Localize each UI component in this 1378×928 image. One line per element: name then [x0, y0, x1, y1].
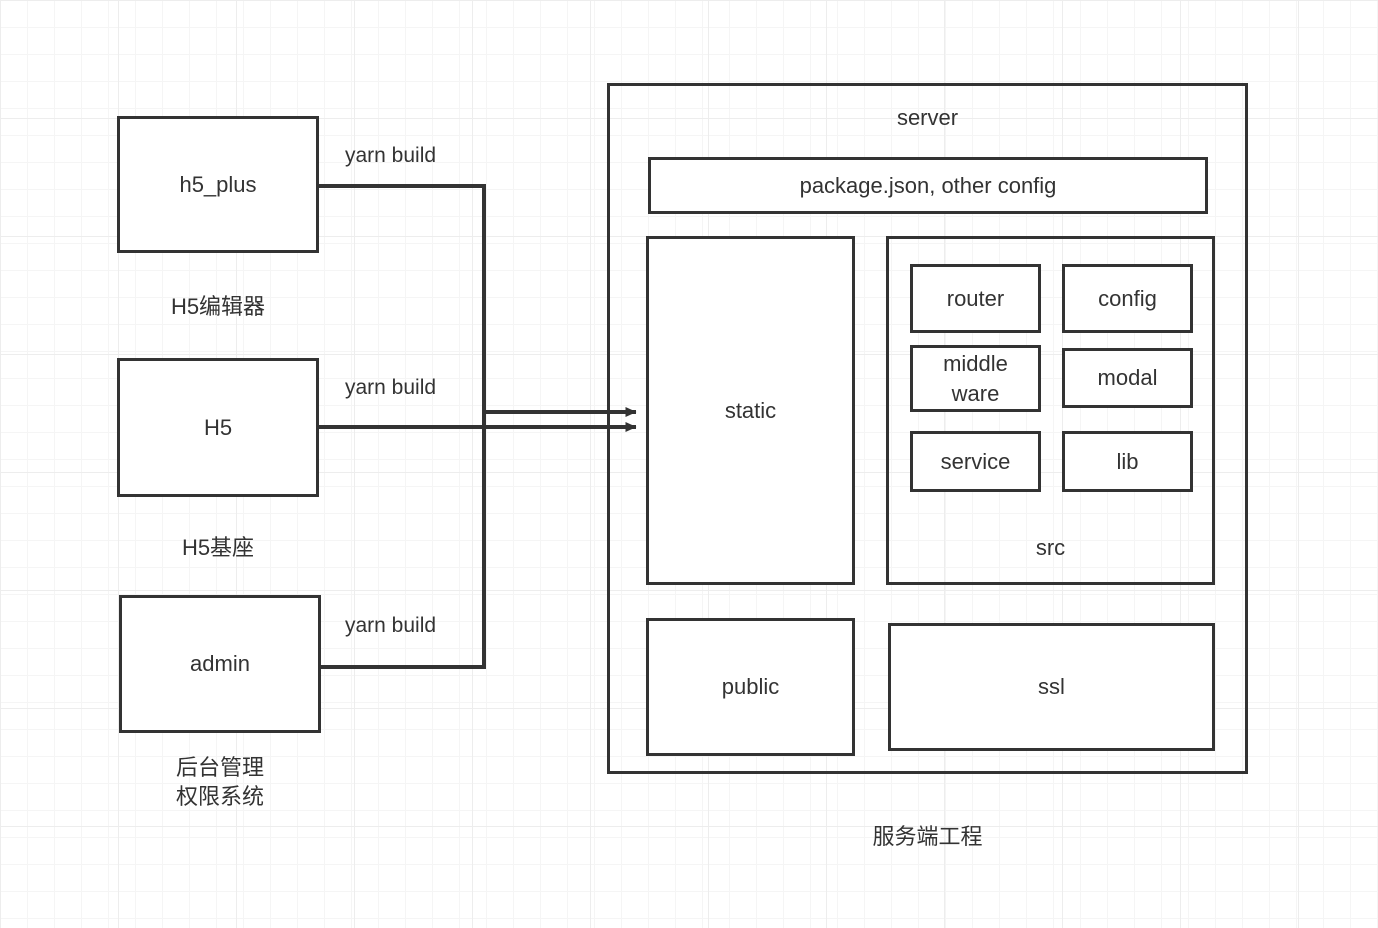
project-box-h5-plus[interactable]: h5_plus [117, 116, 319, 253]
src-item-label-modal: modal [1097, 365, 1158, 391]
project-caption-admin: 后台管理 权限系统 [175, 755, 264, 810]
server-caption: 服务端工程 [872, 824, 983, 849]
src-item-label-middleware: middle ware [943, 351, 1008, 406]
project-label-h5: H5 [203, 414, 233, 440]
src-item-label-lib: lib [1116, 448, 1139, 474]
project-caption-h5: H5基座 [181, 535, 255, 560]
ssl-box[interactable]: ssl [888, 623, 1215, 751]
project-box-h5[interactable]: H5 [117, 358, 319, 497]
server-group[interactable] [607, 83, 1248, 774]
src-group[interactable] [886, 236, 1215, 585]
public-box-label: public [721, 674, 780, 700]
project-caption-h5-plus: H5编辑器 [170, 294, 266, 319]
src-group-label: src [1035, 535, 1066, 560]
public-box[interactable]: public [646, 618, 855, 756]
edge-label-h5: yarn build [345, 376, 437, 399]
config-box-label: package.json, other config [799, 172, 1057, 198]
project-label-h5-plus: h5_plus [179, 171, 257, 197]
src-item-label-config: config [1098, 285, 1157, 311]
src-item-config[interactable]: config [1062, 264, 1193, 333]
src-item-label-router: router [946, 285, 1005, 311]
src-item-service[interactable]: service [910, 431, 1041, 492]
src-item-modal[interactable]: modal [1062, 348, 1193, 408]
ssl-box-label: ssl [1038, 674, 1065, 700]
project-box-admin[interactable]: admin [119, 595, 321, 733]
static-box[interactable]: static [646, 236, 855, 585]
server-group-label: server [896, 105, 959, 130]
src-item-lib[interactable]: lib [1062, 431, 1193, 492]
project-label-admin: admin [190, 651, 250, 677]
src-item-middleware[interactable]: middle ware [910, 345, 1041, 412]
src-item-router[interactable]: router [910, 264, 1041, 333]
config-box[interactable]: package.json, other config [648, 157, 1208, 214]
edge-label-h5-plus: yarn build [345, 144, 437, 167]
static-box-label: static [724, 397, 777, 423]
edge-label-admin: yarn build [345, 614, 437, 637]
src-item-label-service: service [940, 448, 1011, 474]
